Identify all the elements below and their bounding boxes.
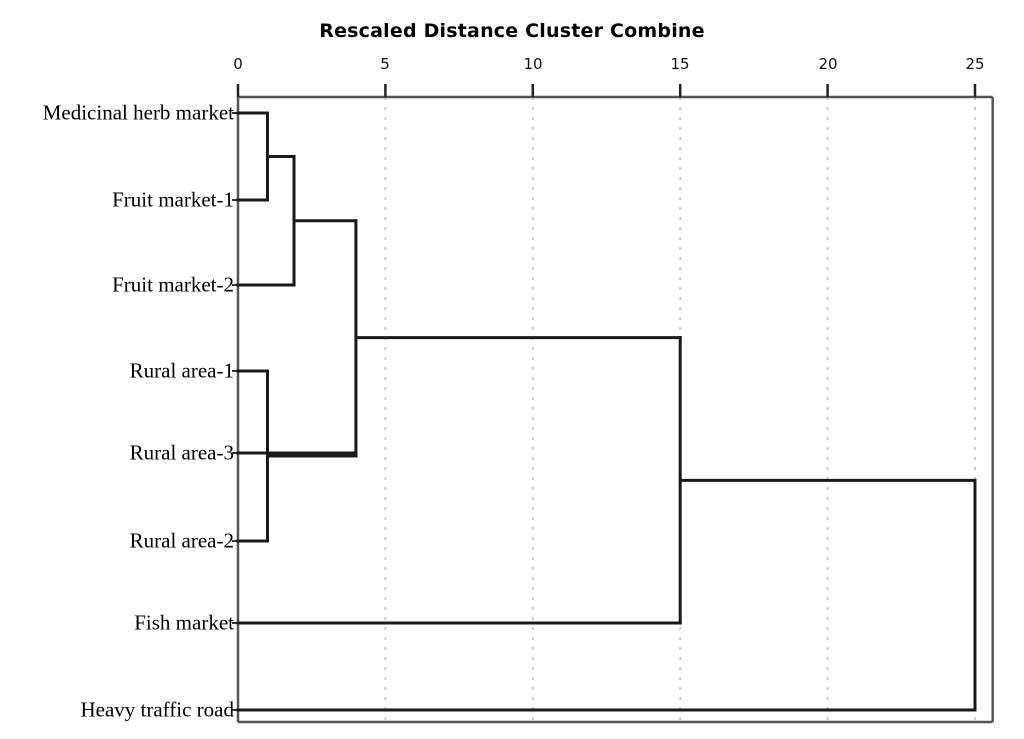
axis-frame-group: [236, 95, 994, 724]
leaf-label-fish-market: Fish market: [134, 610, 234, 635]
leaf-label-fruit-market-2: Fruit market-2: [112, 272, 234, 297]
tick-marks-group: [236, 84, 977, 97]
leaf-label-rural-area-3: Rural area-3: [129, 440, 234, 465]
leaf-label-rural-area-2: Rural area-2: [129, 528, 234, 553]
chart-title: Rescaled Distance Cluster Combine: [319, 20, 705, 42]
x-tick-label-15: 15: [670, 55, 690, 73]
x-tick-label-0: 0: [233, 55, 243, 73]
leaf-label-rural-area-1: Rural area-1: [129, 358, 234, 383]
leaf-label-medicinal-herb-market: Medicinal herb market: [42, 100, 234, 125]
dendrogram-tree-group: [232, 111, 977, 712]
x-tick-label-25: 25: [965, 55, 985, 73]
leaf-label-heavy-traffic-road: Heavy traffic road: [80, 697, 234, 722]
x-tick-label-10: 10: [523, 55, 543, 73]
leaf-label-fruit-market-1: Fruit market-1: [112, 187, 234, 212]
x-tick-label-20: 20: [818, 55, 838, 73]
x-tick-label-5: 5: [380, 55, 390, 73]
